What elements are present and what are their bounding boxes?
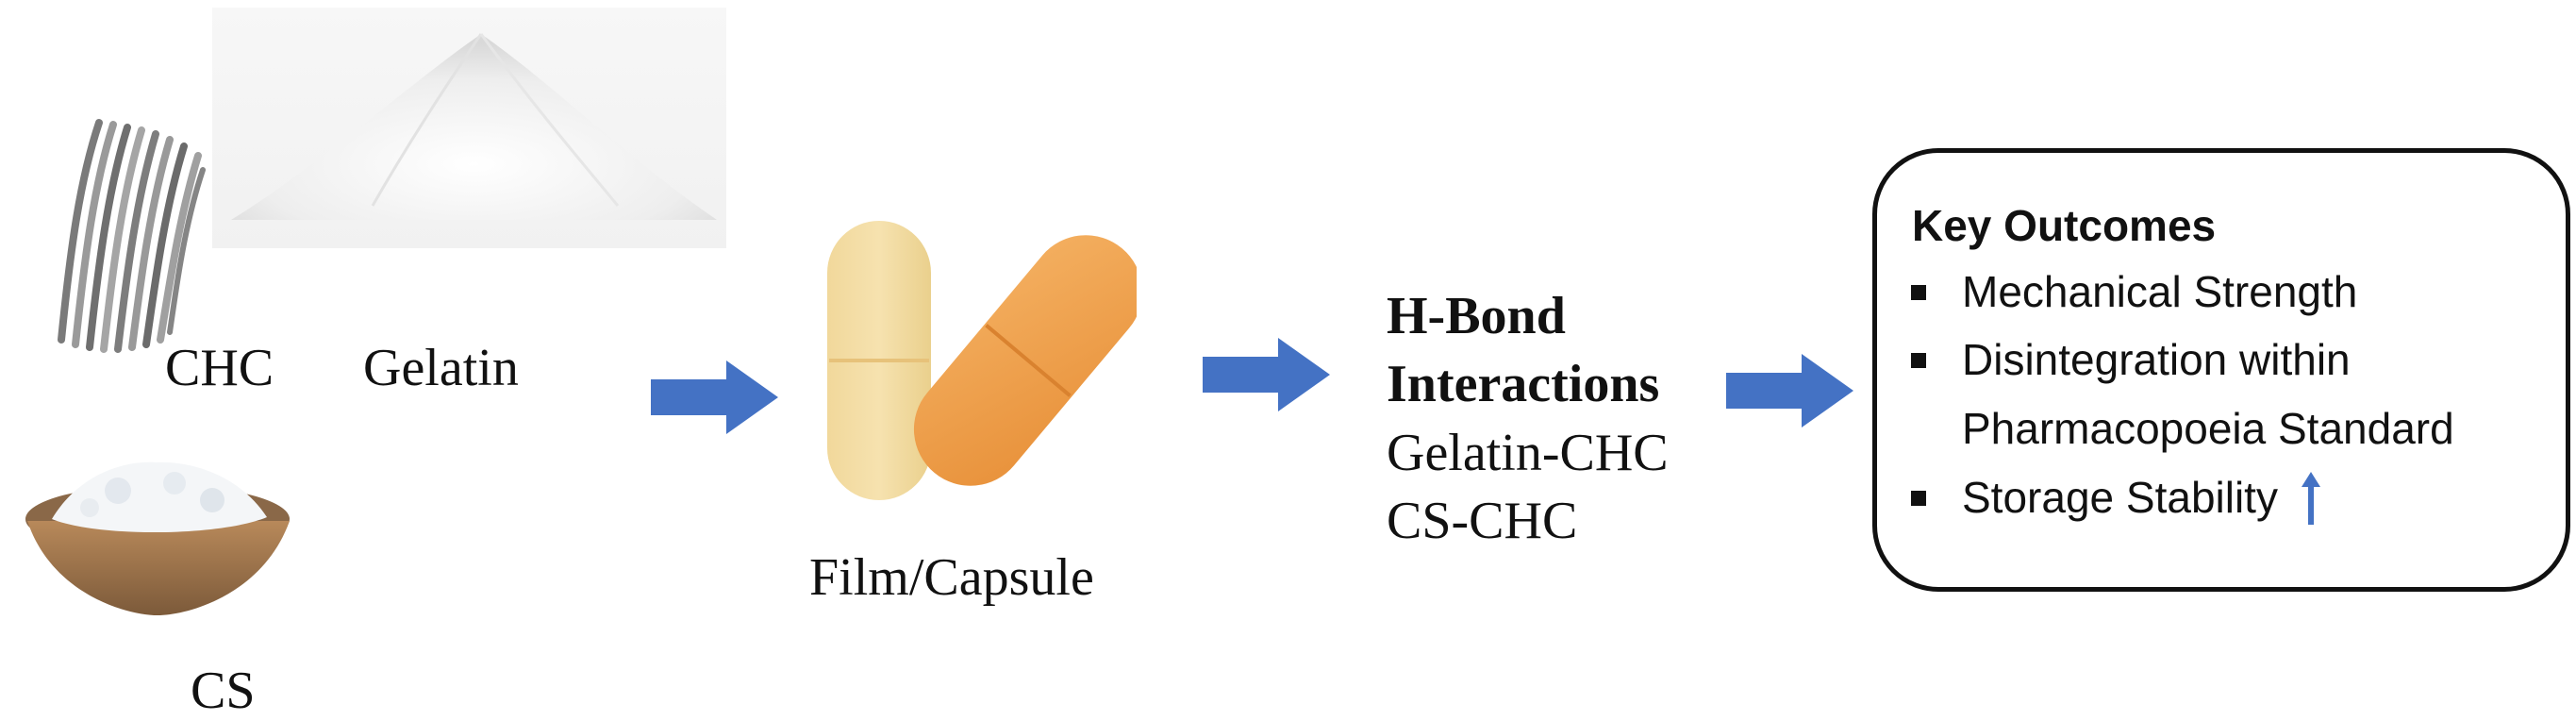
chc-fiber-image bbox=[42, 113, 217, 359]
outcome-item: Mechanical Strength bbox=[1911, 266, 2357, 317]
bullet-icon bbox=[1911, 285, 1926, 300]
capsule-image bbox=[825, 219, 1143, 502]
interaction-item-gelatin-chc: Gelatin-CHC bbox=[1387, 424, 1669, 482]
arrow-right-icon bbox=[1203, 338, 1330, 416]
cs-bowl-image bbox=[14, 453, 302, 623]
interactions-title-line2: Interactions bbox=[1387, 355, 1660, 413]
key-outcomes-title: Key Outcomes bbox=[1912, 201, 2217, 250]
film-capsule-label: Film/Capsule bbox=[809, 548, 1094, 607]
interaction-item-cs-chc: CS-CHC bbox=[1387, 492, 1578, 550]
arrow-right-icon bbox=[1726, 354, 1853, 432]
arrow-right-icon bbox=[651, 360, 778, 439]
outcome-item: Disintegration within bbox=[1911, 334, 2351, 385]
outcome-item-label: Mechanical Strength bbox=[1962, 267, 2358, 316]
key-outcomes-box: Key Outcomes Mechanical Strength Disinte… bbox=[1872, 148, 2570, 592]
outcome-item: Storage Stability bbox=[1911, 472, 2321, 535]
outcome-item-label: Disintegration within bbox=[1962, 335, 2351, 384]
up-arrow-icon bbox=[2301, 472, 2321, 535]
bullet-icon bbox=[1911, 353, 1926, 368]
bullet-icon bbox=[1911, 491, 1926, 506]
gelatin-powder-image bbox=[212, 8, 726, 248]
outcome-item-continuation: Pharmacopoeia Standard bbox=[1962, 404, 2454, 453]
interactions-title-line1: H-Bond bbox=[1387, 287, 1566, 345]
chc-label: CHC bbox=[165, 339, 274, 397]
gelatin-label: Gelatin bbox=[363, 339, 519, 397]
outcome-item-label: Storage Stability bbox=[1962, 473, 2278, 522]
cs-label: CS bbox=[191, 662, 256, 720]
